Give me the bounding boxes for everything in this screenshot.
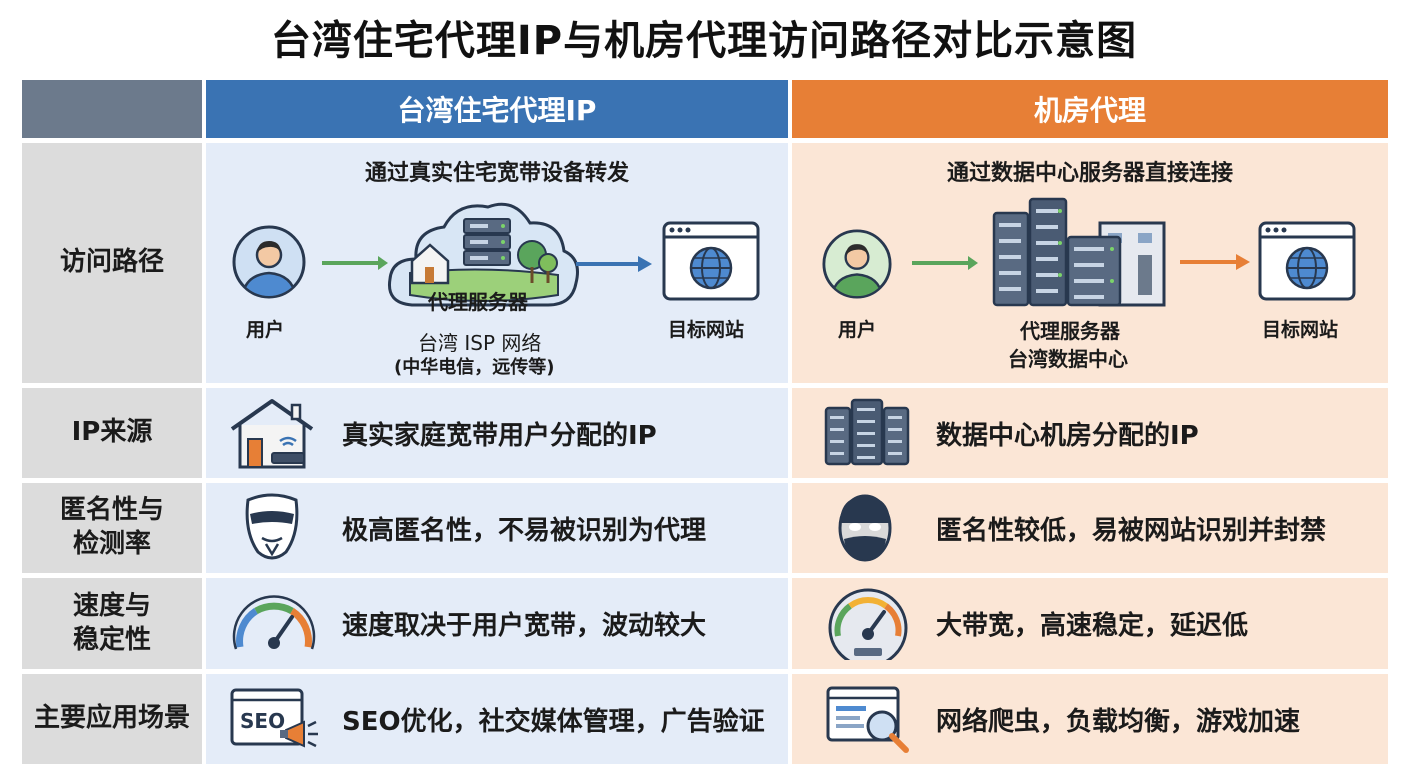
- residential-user-label: 用户: [246, 319, 285, 341]
- residential-network-label: 台湾 ISP 网络: [418, 331, 542, 355]
- globe-browser-icon: [662, 221, 760, 301]
- datacenter-ip-source-cell: 数据中心机房分配的IP: [792, 388, 1388, 478]
- residential-path-cell: 通过真实住宅宽带设备转发 用户 代理服务器 台湾 ISP 网络 (中华电信，远传…: [206, 143, 788, 383]
- datacenter-speed-cell: 大带宽，高速稳定，延迟低: [792, 578, 1388, 669]
- residential-network-note: (中华电信，远传等): [394, 357, 555, 378]
- residential-ip-source-text: 真实家庭宽带用户分配的IP: [342, 420, 657, 451]
- datacenter-anonymity-text: 匿名性较低，易被网站识别并封禁: [936, 515, 1327, 546]
- datacenter-ip-source-text: 数据中心机房分配的IP: [936, 420, 1199, 451]
- globe-browser-icon: [1258, 221, 1356, 301]
- house-router-icon: [230, 399, 314, 469]
- row-label-path: 访问路径: [22, 143, 202, 383]
- datacenter-server-label: 代理服务器: [1020, 319, 1120, 343]
- datacenter-server-note: 台湾数据中心: [1008, 347, 1128, 371]
- datacenter-usecase-text: 网络爬虫，负载均衡，游戏加速: [936, 706, 1301, 737]
- row-label-speed-line2: 稳定性: [72, 624, 151, 655]
- speedometer-icon: [828, 588, 908, 660]
- page-title: 台湾住宅代理IP与机房代理访问路径对比示意图: [270, 18, 1138, 64]
- datacenter-user-label: 用户: [838, 319, 877, 341]
- datacenter-target-label: 目标网站: [1262, 319, 1339, 341]
- header-datacenter: 机房代理: [792, 80, 1388, 138]
- masked-face-icon: [838, 494, 892, 562]
- residential-anonymity-text: 极高匿名性，不易被识别为代理: [342, 515, 707, 546]
- datacenter-path-subtitle: 通过数据中心服务器直接连接: [946, 161, 1233, 186]
- residential-speed-cell: 速度取决于用户宽带，波动较大: [206, 578, 788, 669]
- datacenter-usecase-cell: 网络爬虫，负载均衡，游戏加速: [792, 674, 1388, 764]
- path-arrow: [576, 256, 652, 272]
- speedometer-icon: [232, 594, 316, 649]
- svg-text:SEO: SEO: [240, 709, 285, 733]
- row-label-usecases: 主要应用场景: [22, 674, 202, 764]
- header-residential: 台湾住宅代理IP: [206, 80, 788, 138]
- cloud-server-icon: [387, 202, 579, 307]
- residential-server-badge: 代理服务器: [428, 290, 528, 314]
- row-label-anonymity: 匿名性与检测率: [22, 483, 202, 573]
- seo-megaphone-icon: SEO: [230, 688, 318, 748]
- residential-usecase-cell: SEO SEO优化，社交媒体管理，广告验证: [206, 674, 788, 764]
- residential-ip-source-cell: 真实家庭宽带用户分配的IP: [206, 388, 788, 478]
- row-label-ip-source: IP来源: [22, 388, 202, 478]
- residential-target-label: 目标网站: [668, 319, 745, 341]
- anonymous-mask-icon: [245, 493, 299, 560]
- row-label-anonymity-line1: 匿名性与: [59, 495, 164, 526]
- datacenter-speed-text: 大带宽，高速稳定，延迟低: [936, 611, 1249, 641]
- datacenter-anonymity-cell: 匿名性较低，易被网站识别并封禁: [792, 483, 1388, 573]
- browser-search-icon: [826, 686, 909, 753]
- residential-anonymity-cell: 极高匿名性，不易被识别为代理: [206, 483, 788, 573]
- user-avatar-icon: [232, 225, 306, 299]
- residential-path-subtitle: 通过真实住宅宽带设备转发: [364, 161, 629, 186]
- datacenter-path-cell: 通过数据中心服务器直接连接 用户 代理服务器 台湾数据中心: [792, 143, 1388, 383]
- header-blank: [22, 80, 202, 138]
- path-arrow: [322, 256, 388, 270]
- path-arrow: [912, 256, 978, 270]
- datacenter-building-icon: [992, 197, 1166, 307]
- user-avatar-icon: [822, 229, 892, 299]
- residential-speed-text: 速度取决于用户宽带，波动较大: [342, 611, 707, 641]
- row-label-speed: 速度与稳定性: [22, 578, 202, 669]
- row-label-speed-line1: 速度与: [72, 590, 151, 621]
- row-label-anonymity-line2: 检测率: [72, 529, 151, 559]
- server-rack-icon: [824, 398, 910, 466]
- path-arrow: [1180, 254, 1250, 270]
- residential-usecase-text: SEO优化，社交媒体管理，广告验证: [342, 706, 765, 737]
